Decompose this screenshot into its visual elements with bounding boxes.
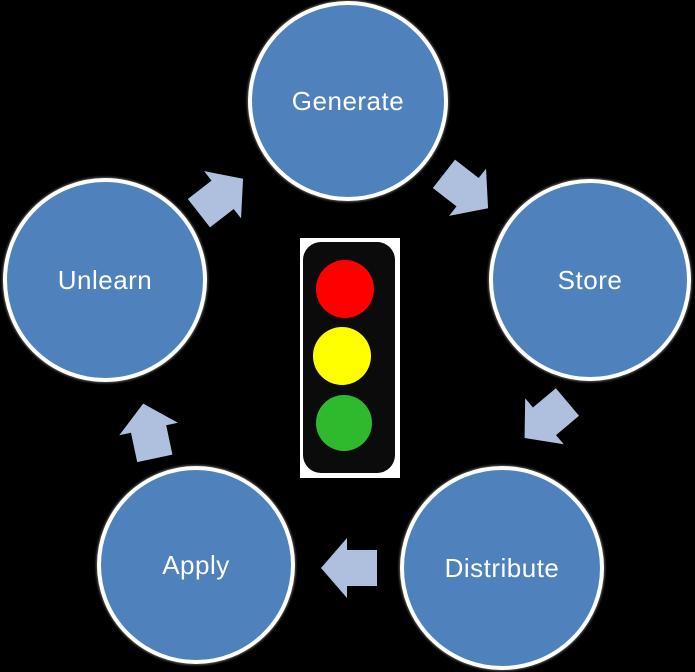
node-distribute: Distribute — [400, 466, 604, 670]
arrow-unlearn-to-generate — [187, 171, 244, 228]
node-unlearn: Unlearn — [3, 178, 207, 382]
arrow-generate-to-store — [432, 159, 489, 216]
traffic-light-yellow-lamp — [313, 327, 371, 385]
block-arrow-shape — [321, 538, 377, 598]
block-arrow-shape — [524, 388, 580, 445]
traffic-light-icon — [303, 242, 395, 473]
traffic-light-green-lamp — [316, 395, 372, 451]
node-generate: Generate — [248, 1, 448, 201]
arrow-store-to-distribute — [524, 388, 580, 445]
traffic-light-backdrop — [300, 238, 400, 478]
arrow-apply-to-unlearn — [119, 403, 178, 463]
node-store: Store — [489, 179, 691, 381]
arrow-distribute-to-apply — [321, 538, 377, 598]
node-unlearn-label: Unlearn — [57, 264, 153, 295]
block-arrow-shape — [432, 159, 489, 216]
node-generate-label: Generate — [291, 85, 405, 116]
node-store-label: Store — [557, 264, 623, 295]
block-arrow-shape — [119, 403, 178, 463]
traffic-light-red-lamp — [316, 260, 374, 318]
node-apply: Apply — [97, 466, 295, 664]
node-distribute-label: Distribute — [444, 552, 560, 583]
block-arrow-shape — [187, 171, 244, 228]
node-apply-label: Apply — [162, 549, 230, 580]
